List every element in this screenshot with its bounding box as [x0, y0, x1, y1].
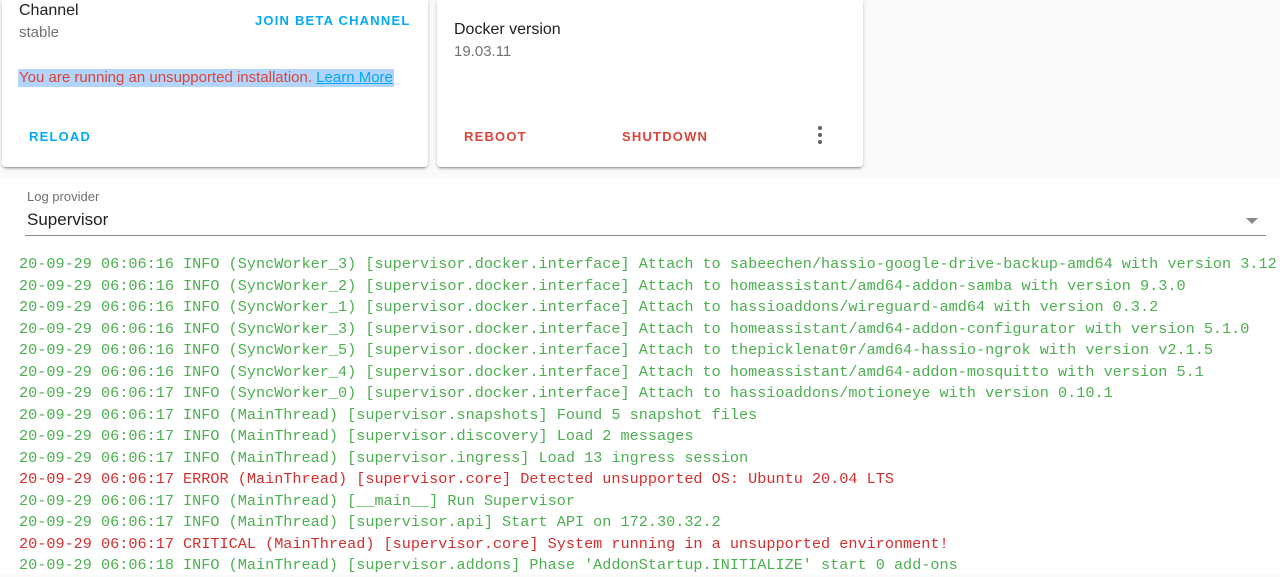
channel-value: stable [19, 24, 60, 41]
host-card: Docker version 19.03.11 REBOOT SHUTDOWN [437, 0, 863, 167]
supervisor-card: Channel stable JOIN BETA CHANNEL You are… [2, 0, 428, 167]
dots-vertical-icon[interactable] [811, 123, 829, 149]
log-output: 20-09-29 06:06:16 INFO (SyncWorker_3) [s… [19, 254, 1277, 577]
log-line: 20-09-29 06:06:17 INFO (SyncWorker_0) [s… [19, 384, 1113, 402]
log-line: 20-09-29 06:06:17 CRITICAL (MainThread) … [19, 534, 949, 553]
docker-version-label: Docker version [454, 21, 561, 38]
learn-more-link[interactable]: Learn More [316, 69, 393, 86]
docker-version-value: 19.03.11 [454, 43, 512, 60]
reboot-button[interactable]: REBOOT [464, 129, 527, 144]
log-line: 20-09-29 06:06:17 ERROR (MainThread) [su… [19, 470, 894, 488]
log-provider-label: Log provider [27, 189, 100, 204]
log-line: 20-09-29 06:06:16 INFO (SyncWorker_3) [s… [19, 319, 1250, 338]
log-line: 20-09-29 06:06:16 INFO (SyncWorker_5) [s… [19, 341, 1213, 359]
channel-label: Channel [19, 2, 79, 19]
log-line: 20-09-29 06:06:17 INFO (MainThread) [sup… [19, 513, 721, 531]
log-line: 20-09-29 06:06:16 INFO (SyncWorker_3) [s… [19, 255, 1277, 273]
warning-text: You are running an unsupported installat… [19, 69, 312, 86]
log-line: 20-09-29 06:06:18 INFO (MainThread) [sup… [19, 556, 958, 574]
log-line: 20-09-29 06:06:16 INFO (SyncWorker_1) [s… [19, 298, 1159, 316]
log-panel: Log provider Supervisor 20-09-29 06:06:1… [0, 177, 1280, 575]
reload-button[interactable]: RELOAD [29, 129, 92, 144]
shutdown-button[interactable]: SHUTDOWN [622, 129, 709, 144]
log-provider-value: Supervisor [27, 210, 109, 229]
log-line: 20-09-29 06:06:17 INFO (MainThread) [__m… [19, 491, 575, 510]
log-line: 20-09-29 06:06:16 INFO (SyncWorker_2) [s… [19, 276, 1186, 295]
log-line: 20-09-29 06:06:16 INFO (SyncWorker_4) [s… [19, 362, 1204, 381]
log-line: 20-09-29 06:06:17 INFO (MainThread) [sup… [19, 405, 758, 424]
log-line: 20-09-29 06:06:17 INFO (MainThread) [sup… [19, 448, 749, 467]
dropdown-arrow-icon[interactable] [1246, 218, 1258, 224]
log-line: 20-09-29 06:06:17 INFO (MainThread) [sup… [19, 427, 694, 445]
select-underline [25, 235, 1266, 236]
join-beta-channel-button[interactable]: JOIN BETA CHANNEL [255, 13, 411, 28]
unsupported-installation-warning: You are running an unsupported installat… [18, 69, 394, 87]
